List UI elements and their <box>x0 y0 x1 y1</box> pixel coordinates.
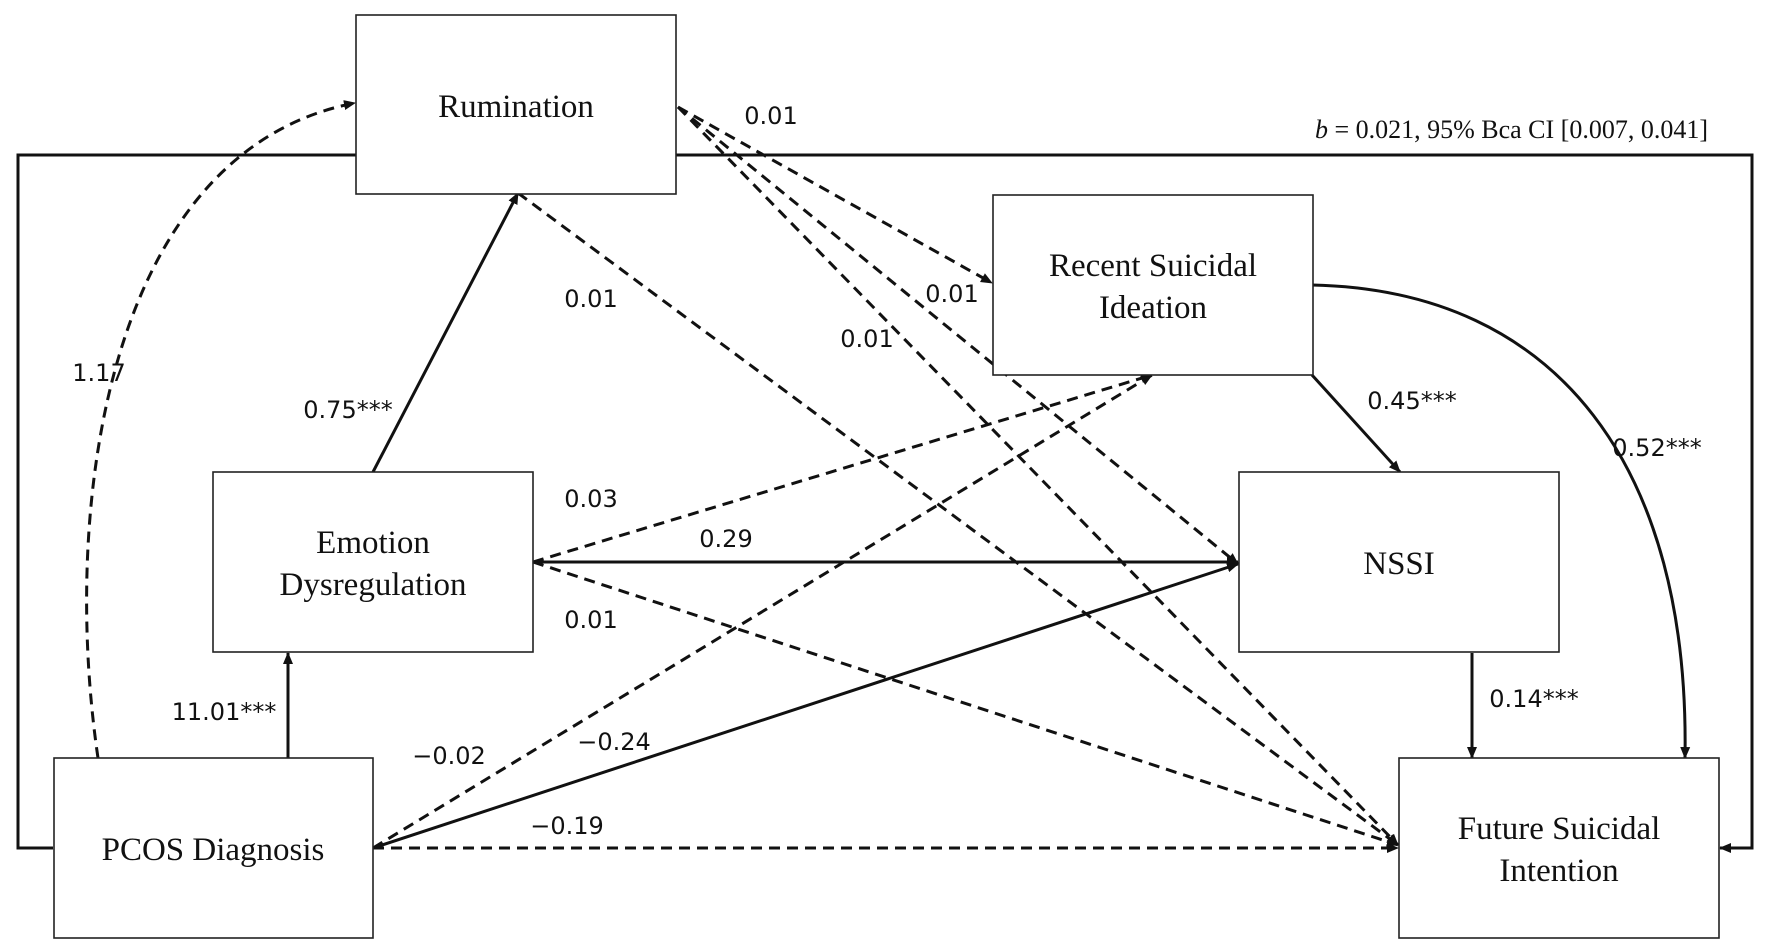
coefficient-label: 0.52*** <box>1612 434 1701 462</box>
coefficient-label: 0.14*** <box>1489 685 1578 713</box>
node-label: Intention <box>1499 853 1618 889</box>
node-recent-suicidal-ideation: Recent Suicidal Ideation <box>992 194 1314 376</box>
coefficient-label: 0.01 <box>744 102 797 130</box>
coefficient-label: 1.17 <box>72 359 125 387</box>
coefficient-label: 0.01 <box>564 606 617 634</box>
node-nssi: NSSI <box>1238 471 1560 653</box>
path-rumination-to-recent-si <box>677 105 993 285</box>
path-recent-si-to-nssi <box>1310 373 1402 474</box>
node-label: Ideation <box>1099 290 1207 326</box>
indirect-effect-path <box>16 153 1754 853</box>
node-pcos-diagnosis: PCOS Diagnosis <box>53 757 374 939</box>
coefficient-label: 0.29 <box>699 525 752 553</box>
path-emotion-dysregulation-to-future-si <box>532 560 1399 847</box>
coefficient-label: 0.01 <box>925 280 978 308</box>
coefficient-label: −0.19 <box>530 812 604 840</box>
node-label: PCOS Diagnosis <box>102 832 325 868</box>
node-label: Emotion <box>316 525 430 561</box>
coefficient-label: 0.45*** <box>1367 387 1456 415</box>
coefficient-label: −0.02 <box>412 742 486 770</box>
coefficient-label: 0.75*** <box>303 396 392 424</box>
coefficient-label: 0.03 <box>564 485 617 513</box>
node-label: Dysregulation <box>280 567 467 603</box>
path-rumination-to-future-si-a <box>676 105 1400 847</box>
node-rumination: Rumination <box>355 14 677 195</box>
path-emotion-dysregulation-to-recent-si <box>532 373 1153 564</box>
path-rumination-to-future-si-b <box>517 191 1399 847</box>
node-future-suicidal-intention: Future Suicidal Intention <box>1398 757 1720 939</box>
coefficient-label: −0.24 <box>577 728 651 756</box>
indirect-effect-label: b = 0.021, 95% Bca CI [0.007, 0.041] <box>1315 115 1708 144</box>
path-recent-si-to-future-si <box>1311 283 1691 759</box>
path-pcos-to-recent-si <box>372 373 1153 850</box>
coefficient-label: 0.01 <box>840 325 893 353</box>
path-emotion-dysregulation-to-rumination <box>371 192 520 473</box>
coefficient-label: 0.01 <box>564 285 617 313</box>
node-label: Future Suicidal <box>1458 811 1661 847</box>
path-rumination-to-nssi-a <box>677 105 1239 566</box>
node-label: Recent Suicidal <box>1049 248 1257 284</box>
path-pcos-to-rumination <box>85 100 356 759</box>
node-label: NSSI <box>1363 546 1435 582</box>
node-label: Rumination <box>438 89 594 125</box>
coefficient-label: 11.01*** <box>172 698 277 726</box>
node-emotion-dysregulation: Emotion Dysregulation <box>212 471 534 653</box>
path-pcos-to-nssi <box>372 562 1239 850</box>
